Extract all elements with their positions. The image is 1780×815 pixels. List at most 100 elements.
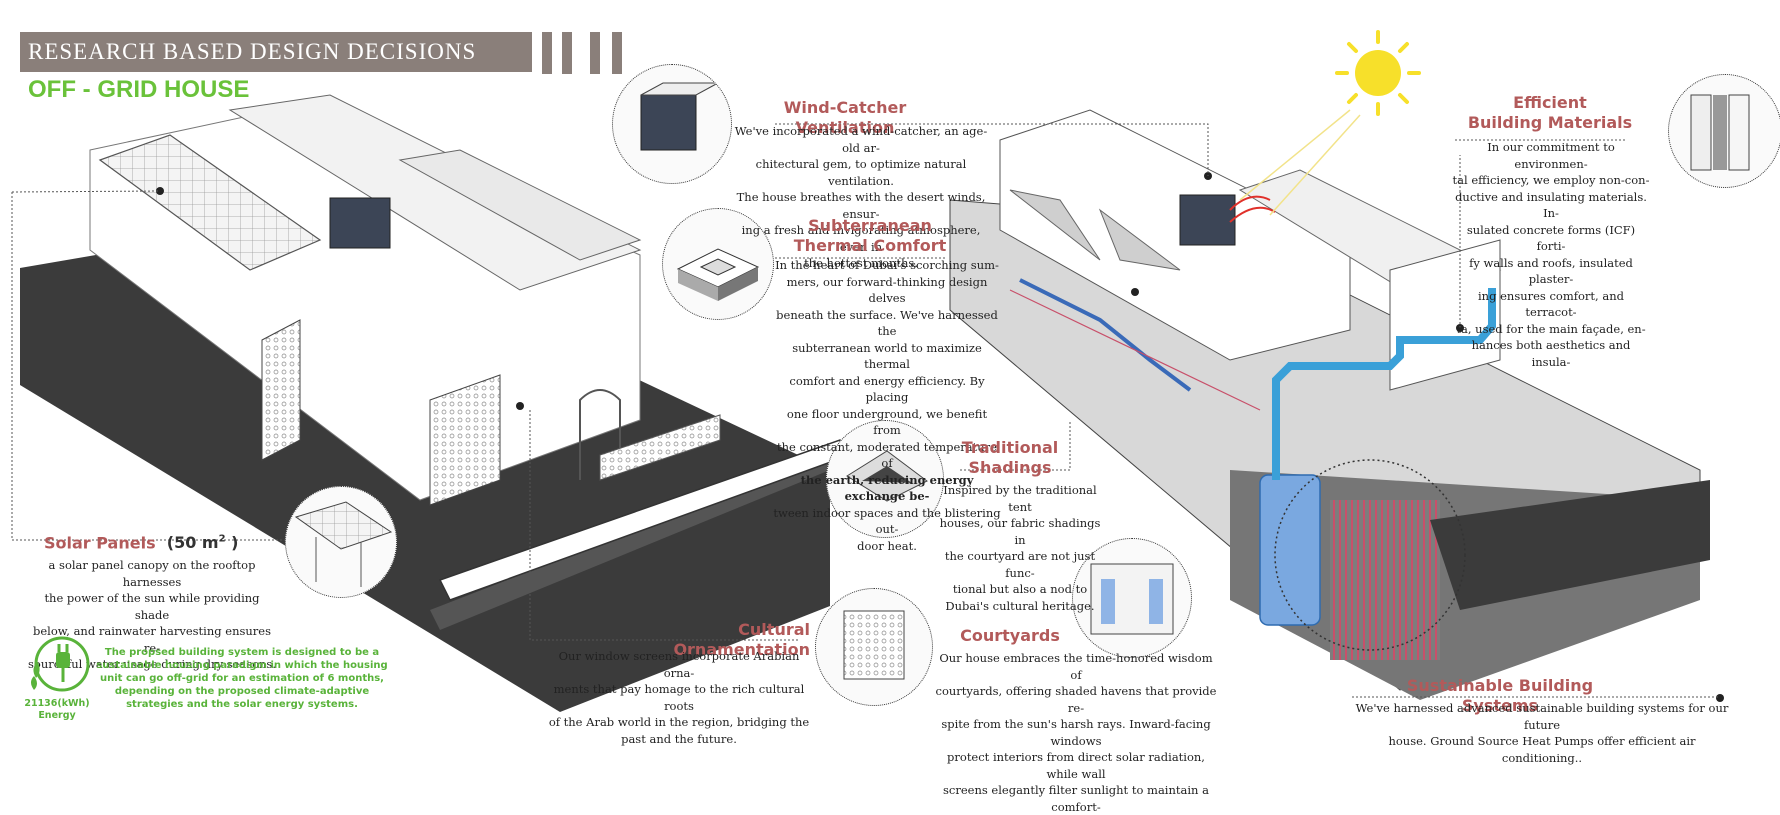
text-line: below, and rainwater harvesting ensures … xyxy=(33,624,271,655)
area-exponent: 2 xyxy=(218,534,226,545)
ornament-text: Our window screens incorporate Arabian o… xyxy=(548,648,810,747)
energy-value: 21136(kWh) xyxy=(24,698,90,709)
text-line: Our window screens incorporate Arabian o… xyxy=(558,649,800,680)
text-line: houses, our fabric shadings in xyxy=(939,516,1101,547)
title-stripe xyxy=(542,32,552,74)
subterranean-text: In the heart of Dubai's scorching sum- m… xyxy=(773,257,1001,554)
solar-canopy-icon xyxy=(294,501,393,587)
area-close: ) xyxy=(225,533,239,553)
courtyards-text: Our house embraces the time-honored wisd… xyxy=(932,650,1220,815)
fence xyxy=(599,414,721,481)
materials-inset xyxy=(1668,74,1780,188)
right-house xyxy=(949,109,1724,702)
solar-panel-canopy xyxy=(98,134,322,271)
heading-line: Shadings xyxy=(968,458,1052,477)
shadings-inset xyxy=(826,420,944,538)
text-line: the courtyard are not just func- xyxy=(944,549,1096,580)
right-wing xyxy=(1389,239,1501,391)
fabric-shadings xyxy=(1009,189,1181,271)
materials-text: In our commitment to environmen- tal eff… xyxy=(1452,139,1650,370)
text-line: spite from the sun's harsh rays. Inward-… xyxy=(941,717,1211,748)
wind-catcher-text: We've incorporated a wind-catcher, an ag… xyxy=(727,123,995,272)
text-line: We've harnessed advanced sustainable bui… xyxy=(1355,701,1729,732)
energy-label: Energy xyxy=(38,710,76,721)
shadings-text: Inspired by the traditional tent houses,… xyxy=(935,482,1105,614)
text-line: the power of the sun while providing sha… xyxy=(44,591,260,622)
courtyard-inset xyxy=(1072,538,1192,658)
solar-panel-inset xyxy=(285,486,397,598)
upper-roof xyxy=(398,149,642,261)
text-line: beneath the surface. We've harnessed the xyxy=(776,307,998,339)
text-line: subterranean world to maximize thermal xyxy=(792,340,982,372)
heading-line: Building Materials xyxy=(1467,113,1633,132)
heading-line: Efficient xyxy=(1513,93,1587,112)
axonometric-drawing xyxy=(11,30,1724,712)
text-line: past and the future. xyxy=(621,731,737,746)
text-line: chitectural gem, to optimize natural ven… xyxy=(755,157,967,188)
systems-heading: Sustainable Building Systems xyxy=(1406,676,1594,715)
wall-layers-icon xyxy=(1690,94,1750,171)
window-screen xyxy=(429,374,501,506)
text-line: comfort and energy efficiency. By placin… xyxy=(789,373,985,405)
wind-catcher-inset xyxy=(612,64,732,184)
upper-floor xyxy=(999,109,1351,361)
callout-dot xyxy=(1716,694,1724,702)
text-line: hances both aesthetics and insula- xyxy=(1471,338,1631,369)
callout-dot xyxy=(1131,288,1139,296)
ground-heat-pump xyxy=(1330,500,1440,660)
solar-panels-text: a solar panel canopy on the rooftop harn… xyxy=(26,557,278,673)
text-line: ing a fresh and invigorating atmosphere,… xyxy=(741,223,981,254)
title-stripe xyxy=(590,32,600,74)
page-subtitle: OFF - GRID HOUSE xyxy=(28,76,250,103)
courtyard-icon xyxy=(1090,563,1174,635)
sun-icon xyxy=(1239,30,1421,216)
title-bar: RESEARCH BASED DESIGN DECISIONS xyxy=(20,32,532,72)
off-grid-note: The propsed building system is designed … xyxy=(96,647,388,710)
text-line: one floor underground, we benefit from xyxy=(786,406,988,438)
text-line: sulated concrete forms (ICF) forti- xyxy=(1466,222,1636,254)
subterranean-inset xyxy=(662,208,774,320)
wind-catcher-section xyxy=(1179,194,1236,246)
water-tank xyxy=(1259,474,1321,626)
text-line: fy walls and roofs, insulated plaster- xyxy=(1469,255,1633,287)
text-line: the earth, reducing energy exchange be- xyxy=(800,472,974,504)
energy-plug-icon xyxy=(28,634,90,696)
wind-catcher xyxy=(329,197,391,249)
text-line: courtyards, offering shaded havens that … xyxy=(935,684,1217,715)
text-line: tal efficiency, we employ non-con- xyxy=(1452,173,1650,187)
text-line: mers, our forward-thinking design delves xyxy=(786,274,988,306)
ornament-heading: Cultural Ornamentation xyxy=(673,620,810,659)
title-stripe xyxy=(612,32,622,74)
text-line: sourceful water usage during dry seasons… xyxy=(28,657,276,671)
area-text: (50 m xyxy=(166,533,219,553)
text-line: In the heart of Dubai's scorching sum- xyxy=(775,258,999,272)
text-line: Dubai's cultural heritage. xyxy=(945,598,1095,613)
text-line: the constant, moderated temperature of xyxy=(777,439,997,471)
heading-line: Thermal Comfort xyxy=(793,236,947,255)
text-line: The house breathes with the desert winds… xyxy=(736,190,986,221)
text-line: In our commitment to environmen- xyxy=(1487,140,1615,171)
page-title: RESEARCH BASED DESIGN DECISIONS xyxy=(28,39,477,64)
wind-catcher-icon xyxy=(640,82,719,151)
heading-line: Traditional xyxy=(961,438,1059,457)
materials-heading: Efficient Building Materials xyxy=(1440,93,1660,133)
text-line: ta, used for the main façade, en- xyxy=(1456,321,1646,336)
area-value: (50 m2 ) xyxy=(167,533,239,552)
systems-circle xyxy=(1274,459,1466,651)
ornament-inset xyxy=(815,588,933,706)
text-line: a solar panel canopy on the rooftop harn… xyxy=(48,558,256,589)
facade-screen xyxy=(261,319,301,461)
text-line: ing ensures comfort, and terracot- xyxy=(1478,288,1624,320)
callout-dot xyxy=(516,402,524,410)
shadings-heading: Traditional Shadings xyxy=(930,438,1090,478)
text-line: ductive and insulating materials. In- xyxy=(1455,189,1647,221)
ventilation-duct xyxy=(1272,288,1496,480)
tent-shading-icon xyxy=(846,450,928,502)
text-line: ments that pay homage to the rich cultur… xyxy=(553,682,805,713)
text-line: of the Arab world in the region, bridgin… xyxy=(548,715,810,729)
air-flow xyxy=(1019,278,1192,392)
text-line: Our house embraces the time-honored wisd… xyxy=(939,651,1213,682)
courtyards-heading: Courtyards xyxy=(960,626,1060,645)
arch xyxy=(579,389,621,480)
leader-lines xyxy=(11,123,1720,698)
